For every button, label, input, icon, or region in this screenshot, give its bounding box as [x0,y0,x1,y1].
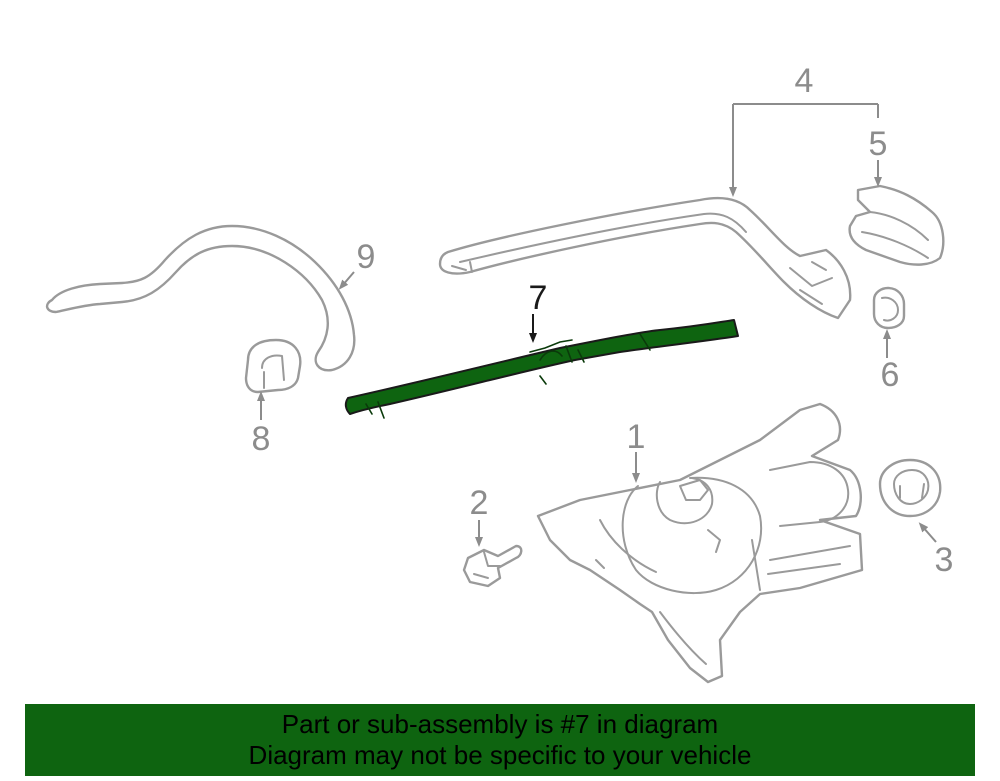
part-2-bolt[interactable] [462,544,523,588]
label-2: 2 [470,484,489,522]
label-4: 4 [795,62,814,100]
part-6-nut[interactable] [872,286,906,330]
part-5-arm-cover[interactable] [848,184,945,266]
part-1-wiper-motor[interactable] [536,402,864,684]
label-6: 6 [881,356,900,394]
leader-lines [257,103,937,547]
part-8-cap[interactable] [244,338,302,394]
part-4-wiper-arm[interactable] [438,196,852,320]
part-3-grommet[interactable] [878,458,942,518]
label-1: 1 [627,418,646,456]
info-banner: Part or sub-assembly is #7 in diagram Di… [25,704,975,776]
part-7-wiper-blade[interactable] [344,319,739,419]
label-8: 8 [252,420,271,458]
callout-numbers: 4 5 9 7 6 8 1 2 3 [252,62,954,579]
label-9: 9 [357,238,376,276]
banner-line-2: Diagram may not be specific to your vehi… [248,740,752,770]
label-3: 3 [935,541,954,579]
part-9-washer-hose[interactable] [45,224,356,372]
label-7: 7 [529,279,548,317]
banner-line-1: Part or sub-assembly is #7 in diagram [281,709,719,739]
label-5: 5 [869,125,888,163]
